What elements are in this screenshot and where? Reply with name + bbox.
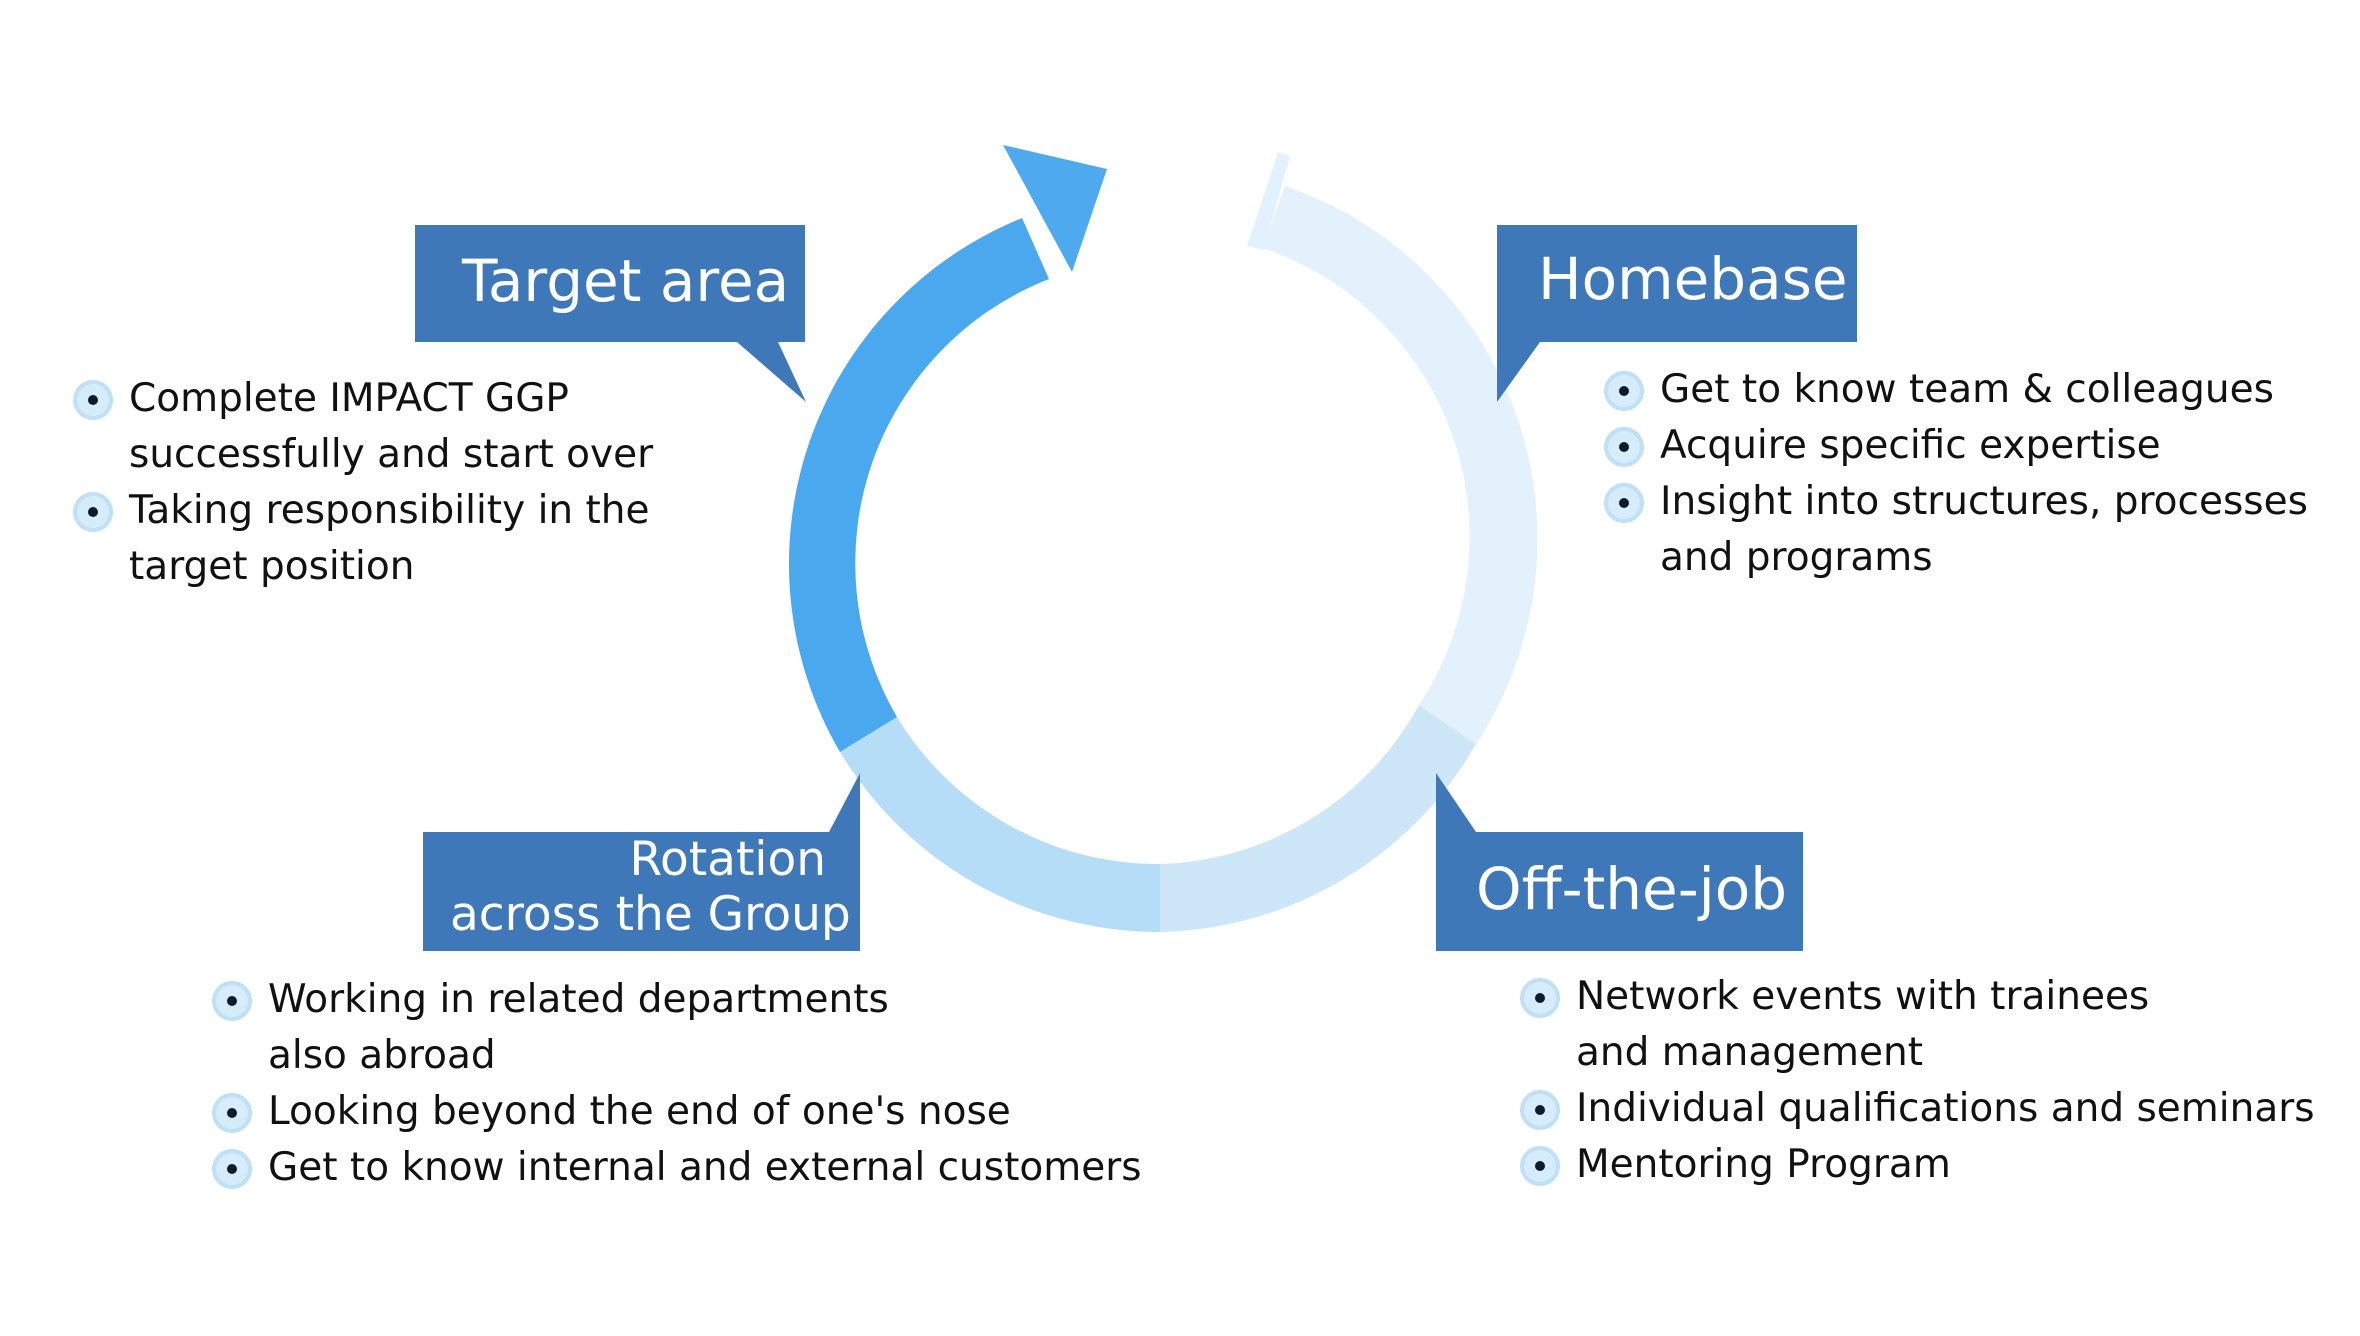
bullet-icon	[1520, 1090, 1560, 1130]
callout-rotation	[423, 773, 860, 951]
off-the-job-title: Off-the-job	[1476, 855, 1788, 923]
rotation-title-line1: Rotation	[629, 832, 826, 887]
bullet-icon	[1604, 427, 1644, 467]
ring-segment-off-the-job	[1160, 705, 1476, 932]
bullet-icon	[73, 492, 113, 532]
bullet-icon	[1604, 483, 1644, 523]
ring-segment-target-area	[788, 218, 1049, 752]
target-area-title: Target area	[462, 247, 790, 315]
bullet-text: Acquire specific expertise	[1660, 423, 2161, 468]
ring-segment-homebase	[1263, 186, 1538, 744]
homebase-title: Homebase	[1538, 245, 1848, 313]
list-item: Get to know internal and external custom…	[212, 1140, 1142, 1196]
bullet-text: Get to know team & colleagues	[1660, 367, 2274, 412]
homebase-bullets: Get to know team & colleagues Acquire sp…	[1604, 362, 2308, 586]
ring-segment-rotation	[840, 717, 1160, 933]
bullet-icon	[1520, 978, 1560, 1018]
list-item: Acquire specific expertise	[1604, 418, 2308, 474]
bullet-text: Get to know internal and external custom…	[268, 1145, 1142, 1190]
callout-off-the-job	[1436, 773, 1803, 951]
rotation-title-line2: across the Group	[450, 887, 851, 943]
list-item: Mentoring Program	[1520, 1137, 2315, 1193]
callout-target-area	[415, 225, 806, 402]
cycle-arrow-head	[1003, 145, 1107, 272]
bullet-text: Individual qualifications and seminars	[1576, 1086, 2315, 1131]
bullet-icon	[1604, 371, 1644, 411]
bullet-text: Looking beyond the end of one's nose	[268, 1089, 1011, 1134]
bullet-icon	[1520, 1146, 1560, 1186]
list-item: Get to know team & colleagues	[1604, 362, 2308, 418]
list-item: Individual qualifications and seminars	[1520, 1081, 2315, 1137]
bullet-icon	[212, 981, 252, 1021]
callout-homebase	[1497, 225, 1857, 402]
cycle-arrow-tail	[1247, 152, 1290, 250]
bullet-icon	[73, 380, 113, 420]
bullet-icon	[212, 1093, 252, 1133]
bullet-icon	[212, 1149, 252, 1189]
bullet-text: Mentoring Program	[1576, 1142, 1951, 1187]
rotation-title: Rotation across the Group	[450, 832, 851, 943]
list-item: Looking beyond the end of one's nose	[212, 1084, 1142, 1140]
